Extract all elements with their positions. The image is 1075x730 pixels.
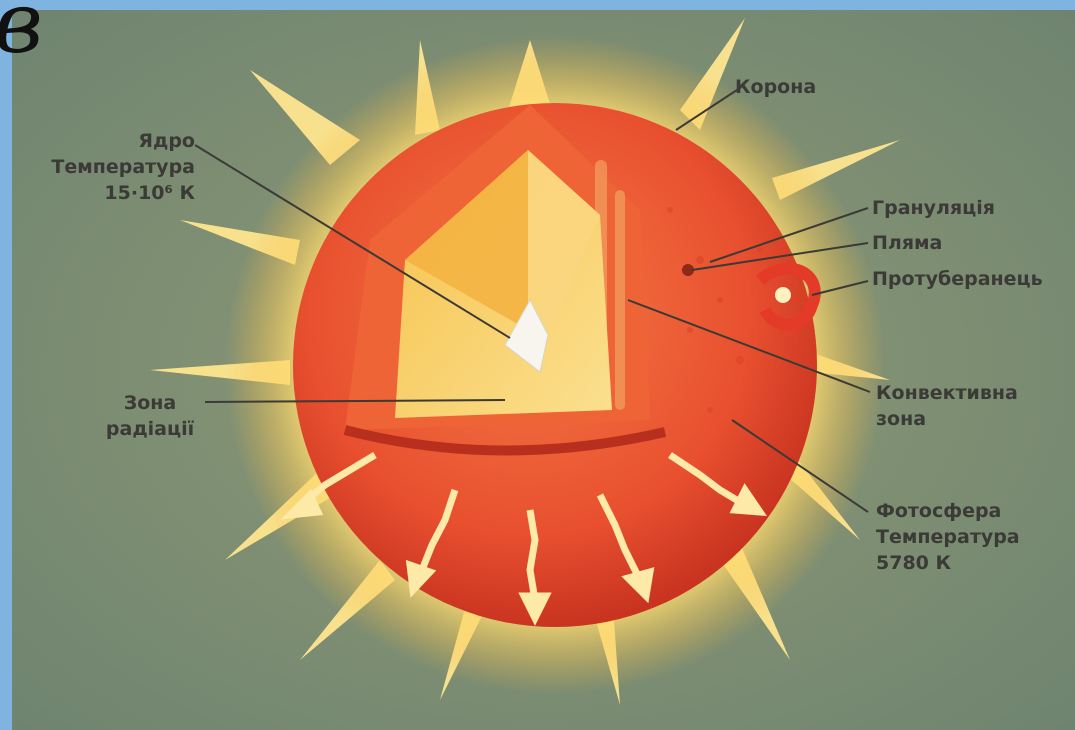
sunspot-label: Пляма	[872, 230, 942, 256]
convective-zone-line2: зона	[876, 406, 1018, 432]
granulation-label: Грануляція	[872, 195, 995, 221]
convective-zone-line1: Конвективна	[876, 380, 1018, 406]
photosphere-temperature-label: Температура	[876, 524, 1020, 550]
photosphere-temperature-value: 5780 К	[876, 550, 1020, 576]
corona-label: Корона	[735, 74, 816, 100]
core-temperature-value: 15·10⁶ К	[30, 180, 195, 206]
radiation-zone-line2: радіації	[95, 416, 205, 442]
photosphere-title: Фотосфера	[876, 498, 1020, 524]
convective-zone-label: Конвективна зона	[876, 380, 1018, 432]
prominence-center	[775, 287, 791, 303]
photosphere-label: Фотосфера Температура 5780 К	[876, 498, 1020, 576]
core-label: Ядро Температура 15·10⁶ К	[30, 128, 195, 206]
radiation-zone-line1: Зона	[95, 390, 205, 416]
core-title: Ядро	[30, 128, 195, 154]
corner-glyph: в	[0, 0, 43, 68]
core-temperature-label: Температура	[30, 154, 195, 180]
radiation-zone-label: Зона радіації	[95, 390, 205, 442]
prominence-label: Протуберанець	[872, 266, 1043, 292]
